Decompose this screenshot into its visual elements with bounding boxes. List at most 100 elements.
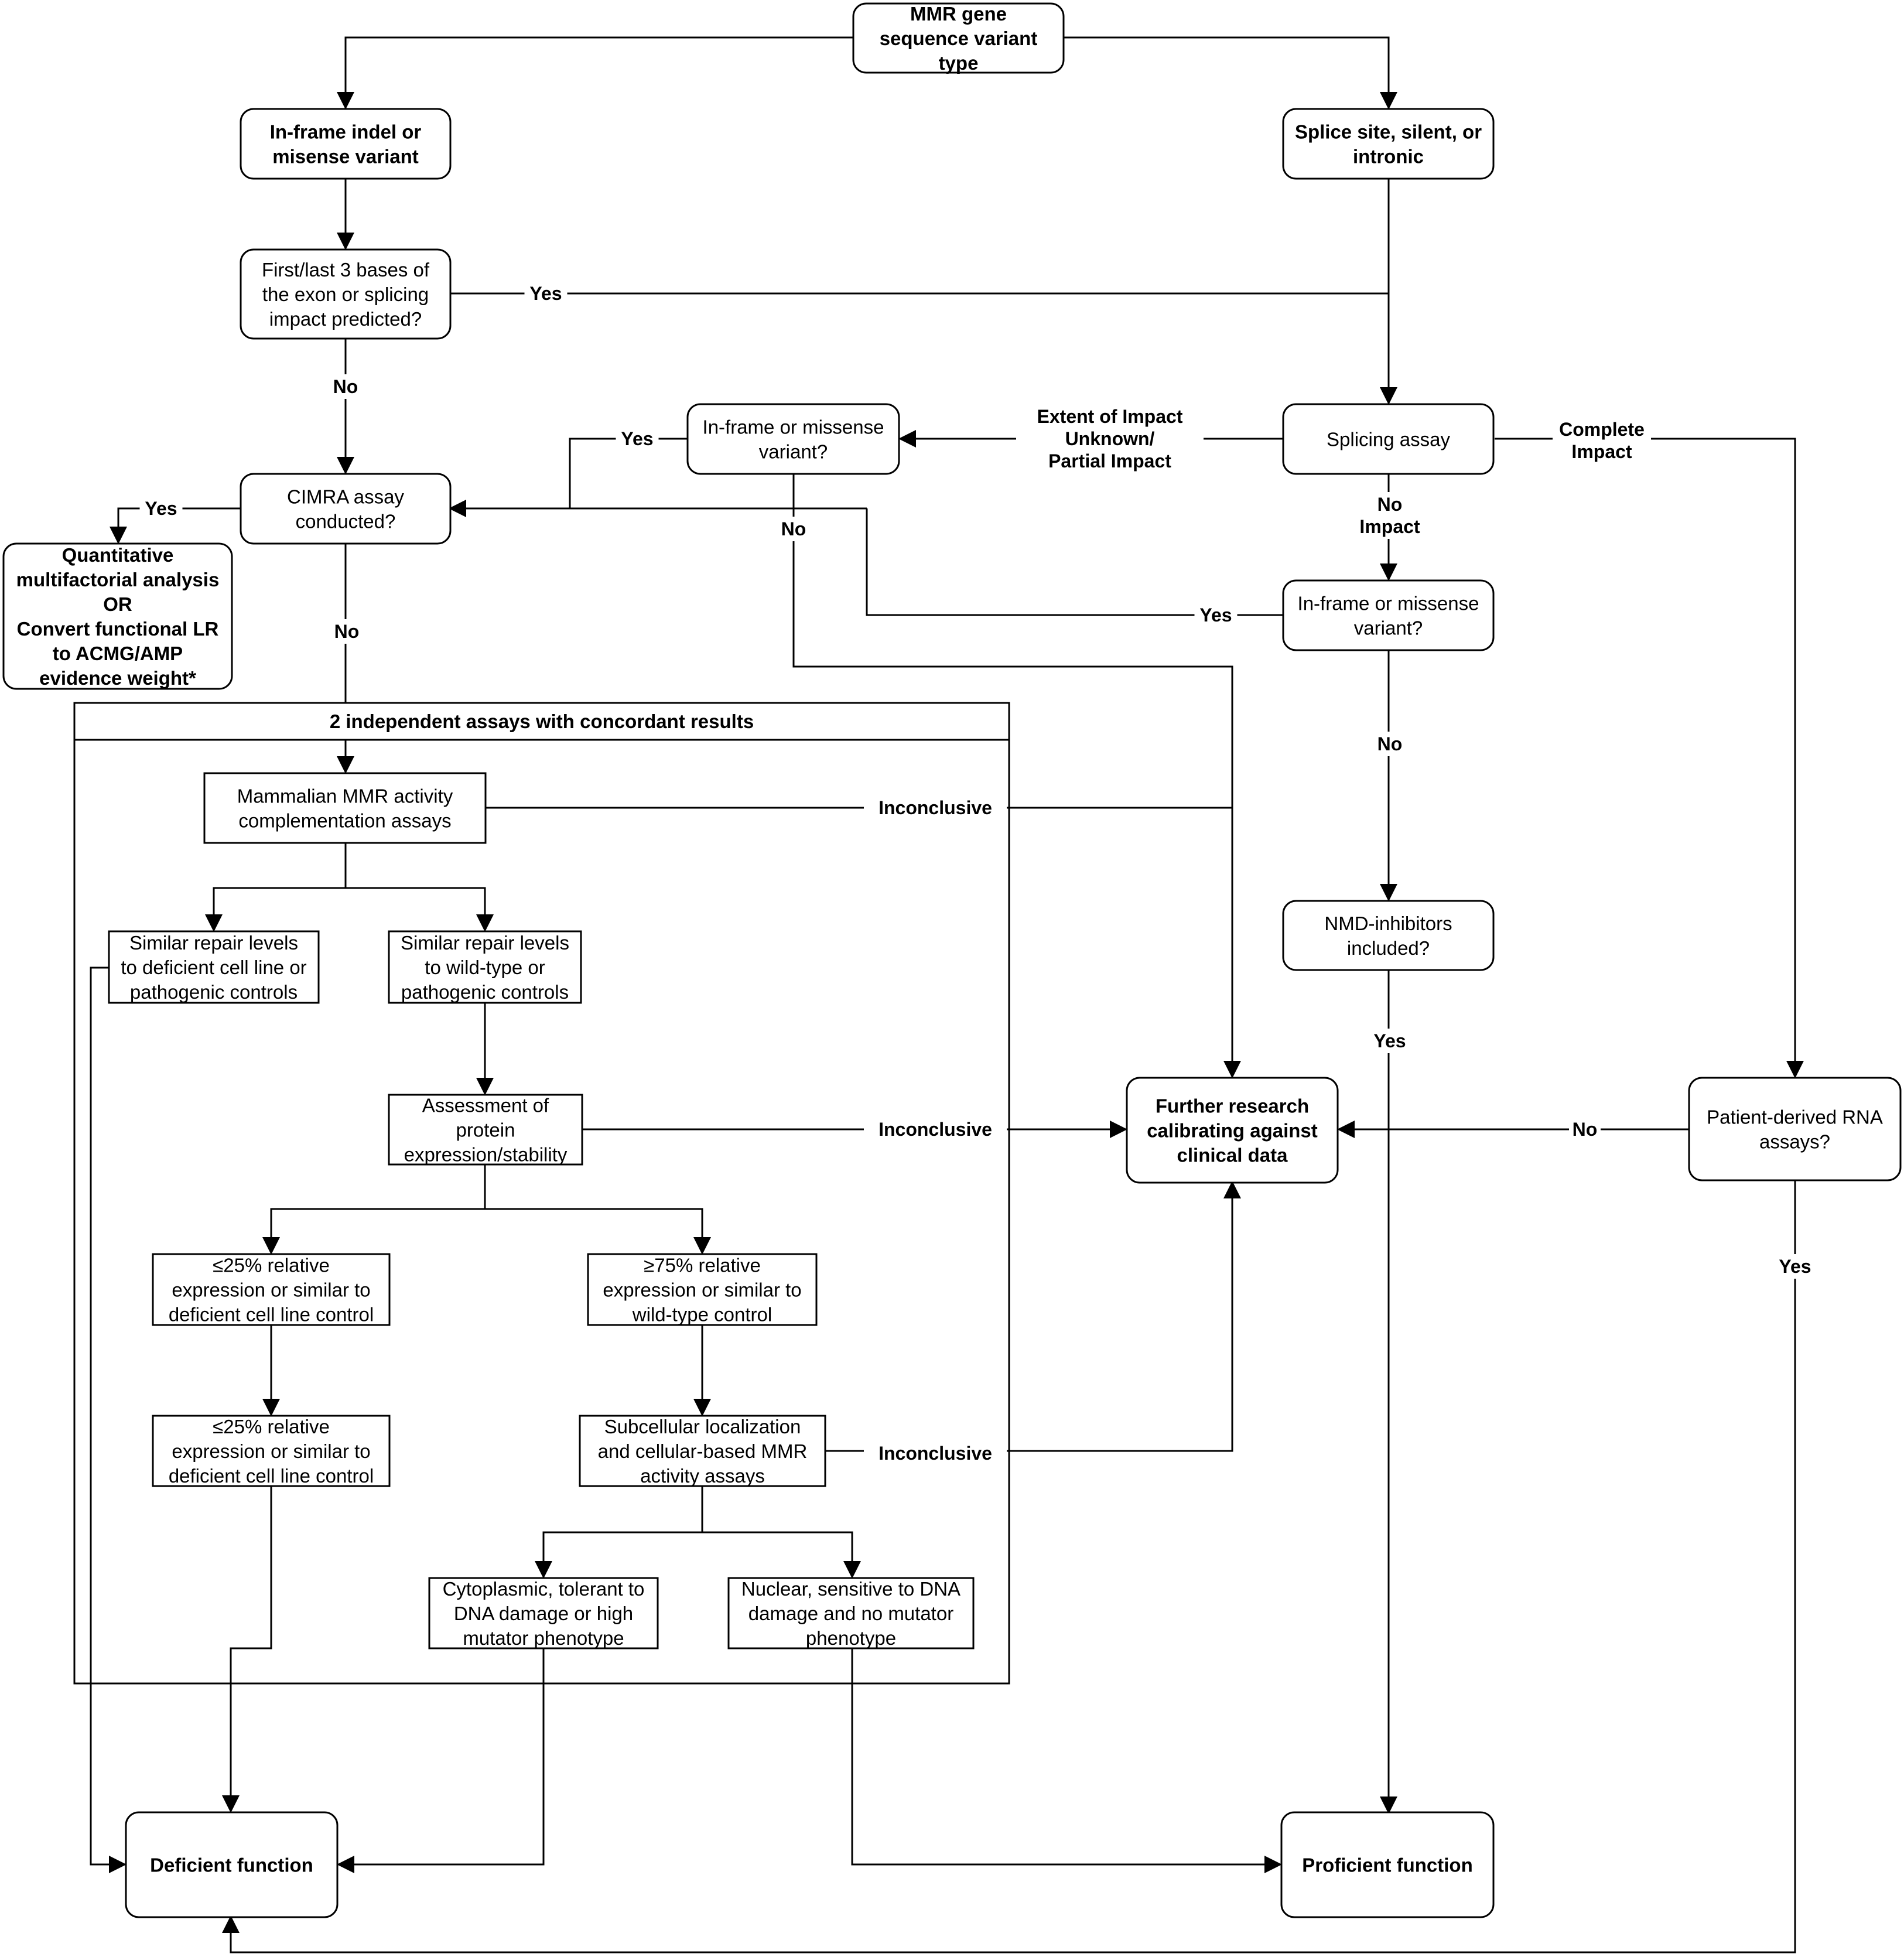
node-cimra-line: CIMRA assay (287, 486, 404, 508)
node-inframe-q1-line: variant? (759, 441, 828, 463)
edge-label-no-cimra-line: No (334, 621, 360, 642)
edge-cimra-yes (110, 507, 241, 544)
node-le25-b-line: ≤25% relative (213, 1416, 330, 1437)
node-inframe-missense: In-frame indel or misense variant (240, 108, 452, 180)
node-le25-b: ≤25% relative expression or similar to def… (152, 1415, 391, 1487)
node-inframe-missense-line: In-frame indel or (270, 121, 422, 143)
edge-root-to-inframe (337, 36, 853, 110)
edge-label-no-first-line: No (333, 376, 358, 397)
node-le25-a: ≤25% relative expression or similar to def… (152, 1253, 391, 1326)
edge-label-yes-first: Yes (524, 281, 568, 306)
edge-label-no-cimra: No (331, 619, 363, 644)
node-cytoplasmic-line: mutator phenotype (463, 1627, 624, 1649)
node-proficient: Proficient function (1280, 1811, 1495, 1918)
edge-label-no-rna: No (1569, 1117, 1601, 1142)
node-assessment: Assessment of protein expression/stability (388, 1094, 583, 1166)
edge-splicing-complete (1495, 438, 1804, 1078)
node-quantitative-line: multifactorial analysis (16, 569, 220, 590)
edge-label-no-inframe1: No (778, 517, 809, 541)
node-variant-type-line: type (939, 52, 979, 74)
node-cytoplasmic-line: DNA damage or high (454, 1603, 633, 1624)
edge-mammalian-split-right (346, 887, 494, 932)
node-first-last-bases-line: First/last 3 bases of (262, 259, 430, 281)
edge-inframe1-no (792, 474, 1241, 1078)
node-similar-deficient-line: pathogenic controls (130, 981, 298, 1003)
edge-cytoplasmic-down (337, 1648, 545, 1873)
node-variant-type-line: MMR gene (910, 3, 1007, 25)
edge-label-no-inframe2-line: No (1377, 733, 1403, 754)
node-ge75-line: ≥75% relative (644, 1255, 761, 1276)
edge-label-inconclusive-3: Inconclusive (864, 1441, 1007, 1466)
node-mammalian-line: complementation assays (238, 810, 451, 832)
edge-label-yes-inframe1-line: Yes (621, 428, 653, 449)
node-splicing-assay-line: Splicing assay (1327, 429, 1450, 450)
node-nuclear-line: Nuclear, sensitive to DNA (741, 1578, 960, 1600)
node-quantitative-line: to ACMG/AMP (53, 643, 183, 664)
node-deficient-line: Deficient function (150, 1854, 313, 1876)
node-similar-wildtype-line: to wild-type or (425, 957, 545, 978)
node-splicing-assay: Splicing assay (1282, 403, 1495, 475)
node-quantitative-line: Quantitative (62, 544, 174, 566)
edge-subcellular-split (535, 1486, 703, 1579)
node-le25-a-line: expression or similar to (172, 1279, 370, 1301)
edge-label-complete-impact-line: Complete (1559, 419, 1645, 440)
node-nmd-line: NMD-inhibitors (1324, 913, 1452, 934)
edge-label-yes-cimra-line: Yes (145, 498, 177, 519)
node-quantitative-line: evidence weight* (39, 667, 196, 689)
node-assessment-line: expression/stability (404, 1144, 568, 1166)
node-assessment-line: Assessment of (422, 1095, 549, 1116)
edge-label-yes-cimra: Yes (139, 496, 183, 521)
node-inframe-missense-line: misense variant (272, 146, 418, 168)
edge-label-yes-first-line: Yes (529, 283, 562, 304)
node-subcellular-line: Subcellular localization (604, 1416, 801, 1437)
edge-label-yes-nmd-line: Yes (1373, 1030, 1406, 1051)
edge-label-inconclusive-1: Inconclusive (864, 795, 1007, 820)
edge-similar-deficient-down (90, 966, 127, 1873)
node-ge75-line: wild-type control (632, 1304, 772, 1326)
node-patient-rna-line: assays? (1759, 1131, 1830, 1153)
edge-label-no-impact-line: Impact (1359, 516, 1420, 537)
node-inframe-q2-line: variant? (1354, 617, 1423, 639)
edge-mammalian-split (205, 843, 347, 932)
node-further-research-line: Further research (1156, 1095, 1309, 1117)
node-inframe-q1-line: In-frame or missense (703, 416, 884, 438)
node-nuclear-line: damage and no mutator (748, 1603, 953, 1624)
node-inframe-q2-line: In-frame or missense (1298, 593, 1479, 614)
node-le25-b-line: expression or similar to (172, 1440, 370, 1462)
edge-label-extent-partial-line: Extent of Impact (1037, 406, 1183, 427)
edge-label-no-inframe1-line: No (781, 518, 806, 539)
node-le25-a-line: deficient cell line control (169, 1304, 374, 1326)
node-first-last-bases-line: the exon or splicing (262, 284, 429, 305)
edge-le25b-down (222, 1486, 272, 1813)
edge-label-yes-inframe2-line: Yes (1199, 604, 1232, 626)
edge-label-inconclusive-3-line: Inconclusive (878, 1443, 992, 1464)
node-nuclear: Nuclear, sensitive to DNA damage and no m… (727, 1577, 975, 1649)
edge-label-yes-nmd: Yes (1368, 1029, 1411, 1053)
node-inframe-q2: In-frame or missense variant? (1282, 579, 1495, 651)
node-le25-a-line: ≤25% relative (213, 1255, 330, 1276)
node-le25-b-line: deficient cell line control (169, 1465, 374, 1487)
node-similar-wildtype-line: pathogenic controls (401, 981, 569, 1003)
node-assessment-line: protein (456, 1119, 515, 1141)
node-first-last-bases-line: impact predicted? (269, 308, 422, 330)
edge-subcellular-split-right (702, 1531, 861, 1579)
node-ge75-line: expression or similar to (603, 1279, 801, 1301)
node-subcellular-line: activity assays (640, 1465, 765, 1487)
edge-assessment-split (262, 1164, 486, 1255)
node-similar-deficient-line: to deficient cell line or (121, 957, 306, 978)
